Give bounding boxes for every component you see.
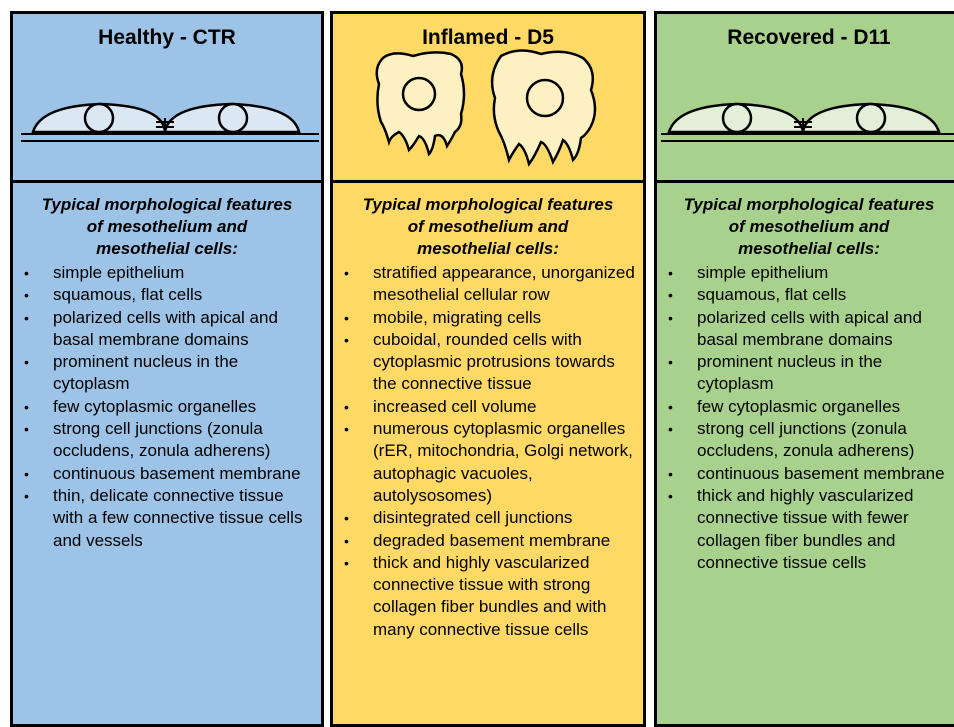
flat-mesothelial-cells-illustration [661,102,954,142]
features-heading: Typical morphological features of mesoth… [41,195,293,258]
panel-title: Inflamed - D5 [422,26,554,49]
basement-membrane [661,133,954,142]
nucleus-right [525,78,565,118]
feature-item: thick and highly vascularized connective… [333,552,637,641]
feature-item: mobile, migrating cells [333,307,637,330]
panel-recovered: Recovered - D11 Typical morphological fe… [654,11,954,727]
feature-item: degraded basement membrane [333,530,637,553]
feature-item: prominent nucleus in the cytoplasm [657,351,954,396]
nucleus-left [401,76,437,112]
feature-item: squamous, flat cells [657,284,954,307]
feature-item: thin, delicate connective tissue with a … [13,485,315,552]
feature-item: simple epithelium [13,262,315,285]
cell-junction-icon [156,118,174,132]
feature-item: continuous basement membrane [13,463,315,486]
feature-item: disintegrated cell junctions [333,507,637,530]
features-list: simple epithelium squamous, flat cells p… [13,262,321,552]
cell-junction-icon [794,118,812,132]
rounded-protruding-cells-illustration [375,49,597,167]
feature-item: cuboidal, rounded cells with cytoplasmic… [333,329,637,396]
feature-item: squamous, flat cells [13,284,315,307]
nucleus-left [83,102,115,134]
panel-body: Typical morphological features of mesoth… [657,184,954,724]
basement-membrane [21,133,319,142]
features-list: simple epithelium squamous, flat cells p… [657,262,954,574]
feature-item: few cytoplasmic organelles [657,396,954,419]
panel-body: Typical morphological features of mesoth… [13,184,321,724]
feature-item: polarized cells with apical and basal me… [13,307,315,352]
feature-item: numerous cytoplasmic organelles (rER, mi… [333,418,637,507]
panel-body: Typical morphological features of mesoth… [333,184,643,724]
nucleus-right [855,102,887,134]
feature-item: increased cell volume [333,396,637,419]
panel-inflamed-header: Inflamed - D5 [333,14,643,183]
nucleus-left [721,102,753,134]
features-heading: Typical morphological features of mesoth… [683,195,935,258]
feature-item: polarized cells with apical and basal me… [657,307,954,352]
feature-item: thick and highly vascularized connective… [657,485,954,574]
panel-healthy-header: Healthy - CTR [13,14,321,183]
feature-item: strong cell junctions (zonula occludens,… [13,418,315,463]
panel-inflamed: Inflamed - D5 Typical morphological feat… [330,11,646,727]
feature-item: continuous basement membrane [657,463,954,486]
feature-item: few cytoplasmic organelles [13,396,315,419]
panel-recovered-header: Recovered - D11 [657,14,954,183]
feature-item: strong cell junctions (zonula occludens,… [657,418,954,463]
feature-item: prominent nucleus in the cytoplasm [13,351,315,396]
panel-title: Recovered - D11 [727,26,891,49]
nucleus-right [217,102,249,134]
feature-item: simple epithelium [657,262,954,285]
features-list: stratified appearance, unorganized mesot… [333,262,643,641]
feature-item: stratified appearance, unorganized mesot… [333,262,637,307]
panel-title: Healthy - CTR [98,26,236,49]
features-heading: Typical morphological features of mesoth… [362,195,614,258]
flat-mesothelial-cells-illustration [21,102,319,142]
panel-healthy: Healthy - CTR Typical morphological feat… [10,11,324,727]
